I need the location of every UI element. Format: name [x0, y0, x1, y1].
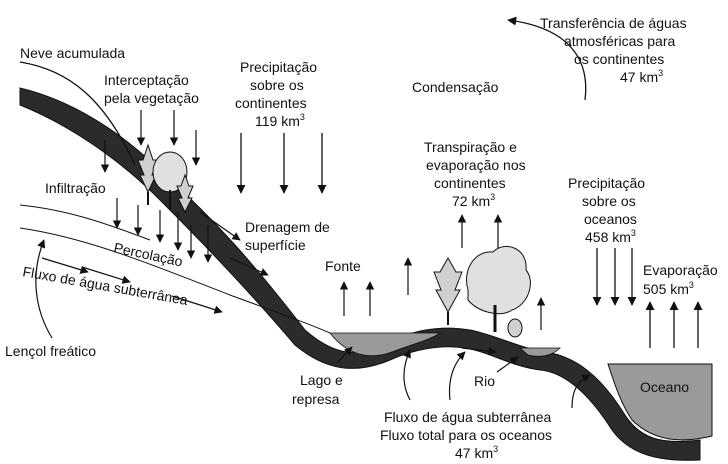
label-precip-cont-value: 119 km3: [255, 112, 305, 129]
label-drainage-1: Drenagem de: [245, 219, 330, 235]
label-condensation: Condensação: [412, 79, 499, 95]
label-precip-cont-3: continentes: [235, 95, 307, 111]
infiltration-arrows: [112, 198, 213, 263]
tree-left-round-icon: [152, 151, 188, 210]
river-pointer: [496, 356, 519, 373]
tree-left-pine-icon: [176, 173, 194, 214]
label-ocean: Oceano: [640, 379, 689, 395]
label-interception-1: Interceptação: [104, 72, 189, 88]
drainage-arrow: [199, 211, 241, 241]
label-water-table: Lençol freático: [5, 343, 96, 359]
label-transfer-1: Transferência de águas: [540, 15, 687, 31]
atmospheric-transfer-arrow: [507, 16, 587, 101]
groundwater-arrows: [41, 257, 223, 314]
groundwater-bottom-pointer: [403, 349, 411, 401]
lake-pointer: [337, 346, 353, 363]
precip-ocean-arrows: [592, 248, 637, 306]
precip-continent-arrows: [236, 133, 327, 194]
label-transfer-3: os continentes: [574, 51, 664, 67]
tree-right-pine-icon: [433, 256, 463, 325]
water-table-pointer: [35, 239, 53, 339]
label-percolation: Percolação: [112, 239, 184, 269]
label-precip-ocean-1: Precipitação: [568, 175, 645, 191]
label-interception-2: pela vegetação: [104, 90, 199, 106]
label-spring: Fonte: [325, 258, 361, 274]
bush-right-icon: [507, 318, 523, 338]
label-evaporation-value: 505 km3: [643, 280, 694, 297]
river-flow-arrow: [461, 346, 497, 356]
label-transpiration-3: continentes: [434, 175, 506, 191]
label-river: Rio: [474, 373, 495, 389]
label-precip-ocean-value: 458 km3: [585, 228, 636, 245]
label-transpiration-value: 72 km3: [452, 192, 495, 209]
label-transpiration-2: evaporação nos: [426, 157, 526, 173]
label-bottom-flow-value: 47 km3: [455, 444, 498, 461]
tree-right-round-icon: [466, 246, 531, 332]
ocean-flow-pointer: [571, 374, 591, 409]
label-lake-1: Lago e: [300, 372, 343, 388]
snow-slope-line: [19, 61, 136, 166]
label-precip-cont-2: sobre os: [250, 77, 304, 93]
river-water: [518, 347, 561, 357]
label-precip-ocean-3: oceanos: [584, 211, 637, 227]
label-precip-ocean-2: sobre os: [582, 193, 636, 209]
label-snow: Neve acumulada: [20, 45, 125, 61]
label-transpiration-1: Transpiração e: [424, 139, 517, 155]
evaporation-arrows: [645, 301, 703, 348]
percolation-line: [19, 204, 151, 241]
label-precip-cont-1: Precipitação: [240, 59, 317, 75]
ocean-water: [607, 363, 713, 441]
label-infiltration: Infiltração: [45, 180, 106, 196]
label-bottom-flow-1: Fluxo de água subterrânea: [384, 409, 552, 425]
label-evaporation: Evaporação: [643, 262, 718, 278]
transpiration-arrows: [339, 214, 546, 330]
water-table-line: [19, 227, 331, 334]
interception-arrows: [100, 110, 201, 173]
label-lake-2: represa: [292, 391, 340, 407]
total-flow-pointer: [448, 351, 466, 401]
drainage-arrow-2: [229, 257, 269, 276]
label-transfer-2: atmosféricas para: [564, 33, 675, 49]
label-transfer-value: 47 km3: [620, 68, 663, 85]
label-bottom-flow-2: Fluxo total para os oceanos: [380, 427, 552, 443]
label-drainage-2: superfície: [245, 237, 306, 253]
terrain-rock-layer: [19, 87, 701, 461]
